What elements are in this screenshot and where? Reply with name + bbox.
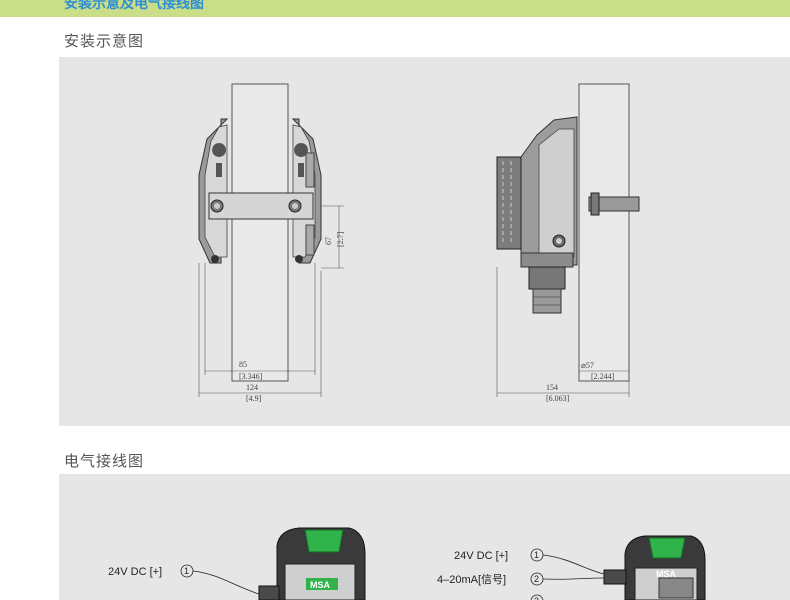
header-bar: 安装示意及电气接线图 xyxy=(0,0,790,17)
right-terminal-2-number: 2 xyxy=(534,574,539,584)
right-terminal-1-number: 1 xyxy=(534,550,539,560)
right-device: 24V DC [+] 1 4–20mA[信号] 2 3 MSA xyxy=(437,535,706,600)
pipe-side xyxy=(578,83,630,382)
header-title: 安装示意及电气接线图 xyxy=(64,0,204,12)
dim-inner-width-in: [3.346] xyxy=(239,372,263,381)
left-wire-label-24v: 24V DC [+] xyxy=(108,566,162,578)
left-terminal-1-number: 1 xyxy=(184,566,189,576)
install-drawing: 67 [2.7] 85 [3.346] 124 [4.9] xyxy=(198,83,640,403)
right-wire-label-24v: 24V DC [+] xyxy=(454,550,508,562)
right-terminal-3-number: 3 xyxy=(534,596,539,600)
dim-outer-width: 124 xyxy=(246,383,258,392)
dim-depth: 154 xyxy=(546,383,558,392)
left-msa-logo: MSA xyxy=(310,580,331,590)
dim-pipe-diameter-in: [2.244] xyxy=(591,372,615,381)
left-device: 24V DC [+] 1 MSA xyxy=(108,527,366,600)
right-msa-logo: MSA xyxy=(656,569,677,579)
dim-height: 67 xyxy=(324,237,333,245)
install-drawing-panel: 67 [2.7] 85 [3.346] 124 [4.9] xyxy=(59,57,790,426)
right-wire-label-signal: 4–20mA[信号] xyxy=(437,573,506,586)
dim-depth-in: [6.063] xyxy=(546,394,570,403)
dim-outer-width-in: [4.9] xyxy=(246,394,262,403)
wiring-diagram-panel: 24V DC [+] 1 MSA 24V DC [+] 1 4–20mA[信号]… xyxy=(59,474,790,600)
dim-height-in: [2.7] xyxy=(336,231,345,247)
install-section-title: 安装示意图 xyxy=(64,32,145,50)
wiring-section-title: 电气接线图 xyxy=(64,452,145,470)
right-terminal-3-icon xyxy=(530,594,544,600)
dim-inner-width: 85 xyxy=(239,360,247,369)
front-view: 67 [2.7] 85 [3.346] 124 [4.9] xyxy=(198,83,345,403)
pipe-front xyxy=(231,83,289,382)
wiring-diagram: 24V DC [+] 1 MSA 24V DC [+] 1 4–20mA[信号]… xyxy=(108,527,706,600)
side-view: ⌀57 [2.244] 154 [6.063] xyxy=(496,83,640,403)
dim-pipe-diameter: ⌀57 xyxy=(581,361,594,370)
